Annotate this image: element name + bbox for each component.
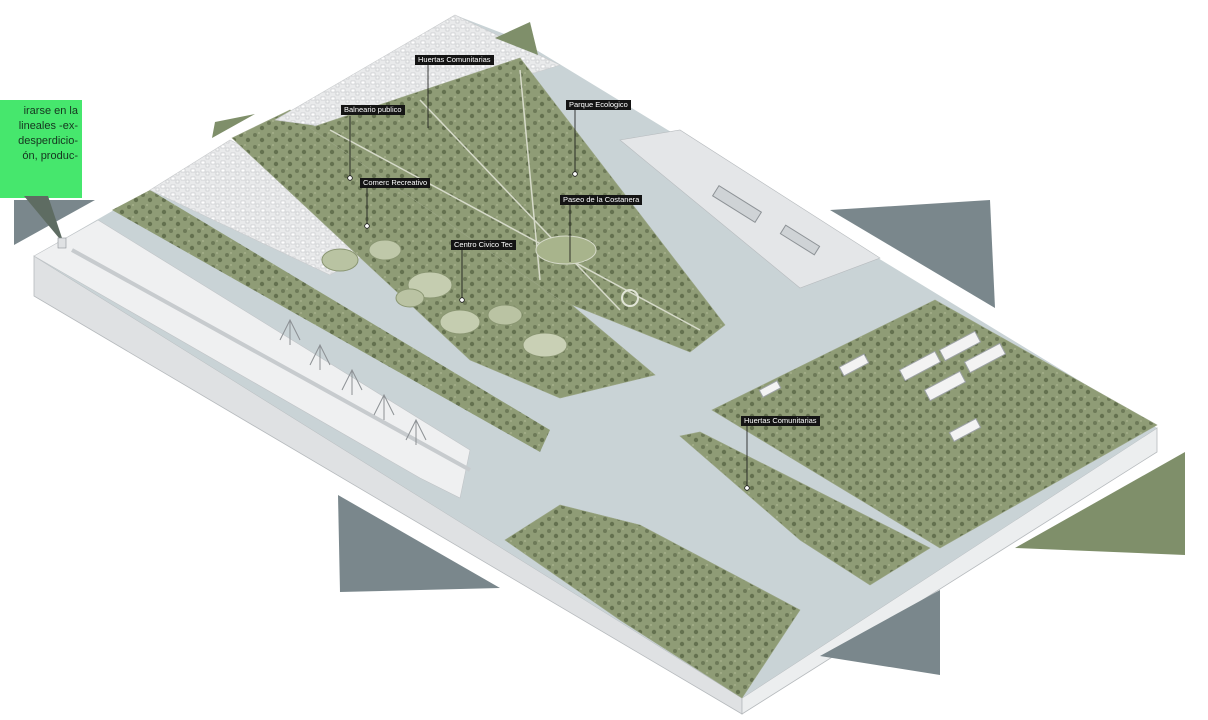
port-cranes: [279, 318, 427, 445]
note-line-2: lineales -ex-: [18, 120, 78, 132]
south-island: [679, 431, 931, 586]
note-line-1: irarse en la: [23, 105, 78, 117]
note-pointer: [24, 196, 67, 249]
label-parque-ecologico: Parque Ecologico: [566, 100, 631, 110]
arrow-southeast-grey: [820, 590, 940, 675]
label-balneario-publico: Balneario publico: [341, 105, 405, 115]
southern-bank: [504, 504, 801, 699]
arrow-north-green: [495, 22, 538, 55]
label-centro-civico-tec: Centro Civico Tec: [451, 240, 516, 250]
note-line-4: ón, produc-: [22, 150, 78, 162]
arrow-south-grey: [338, 495, 500, 592]
label-comerc-recreativo: Comerc Recreativo: [360, 178, 431, 188]
peninsula-centro-civico: [231, 109, 656, 399]
arrow-northwest-green: [212, 114, 255, 138]
label-paseo-costanera: Paseo de la Costanera: [560, 195, 643, 205]
label-huertas-comunitarias-south: Huertas Comunitarias: [741, 416, 820, 426]
arrow-east-grey: [830, 200, 995, 308]
farm-zone-east: [711, 299, 1158, 549]
note-line-3: desperdicio-: [18, 135, 78, 147]
annotation-note: irarse en la lineales -ex- desperdicio- …: [0, 100, 82, 198]
label-huertas-comunitarias-north: Huertas Comunitarias: [415, 55, 494, 65]
label-leader-lines: [349, 65, 748, 488]
arrow-southeast-green: [1015, 452, 1185, 555]
green-strip-port: [112, 190, 550, 452]
eco-park: [309, 57, 726, 353]
